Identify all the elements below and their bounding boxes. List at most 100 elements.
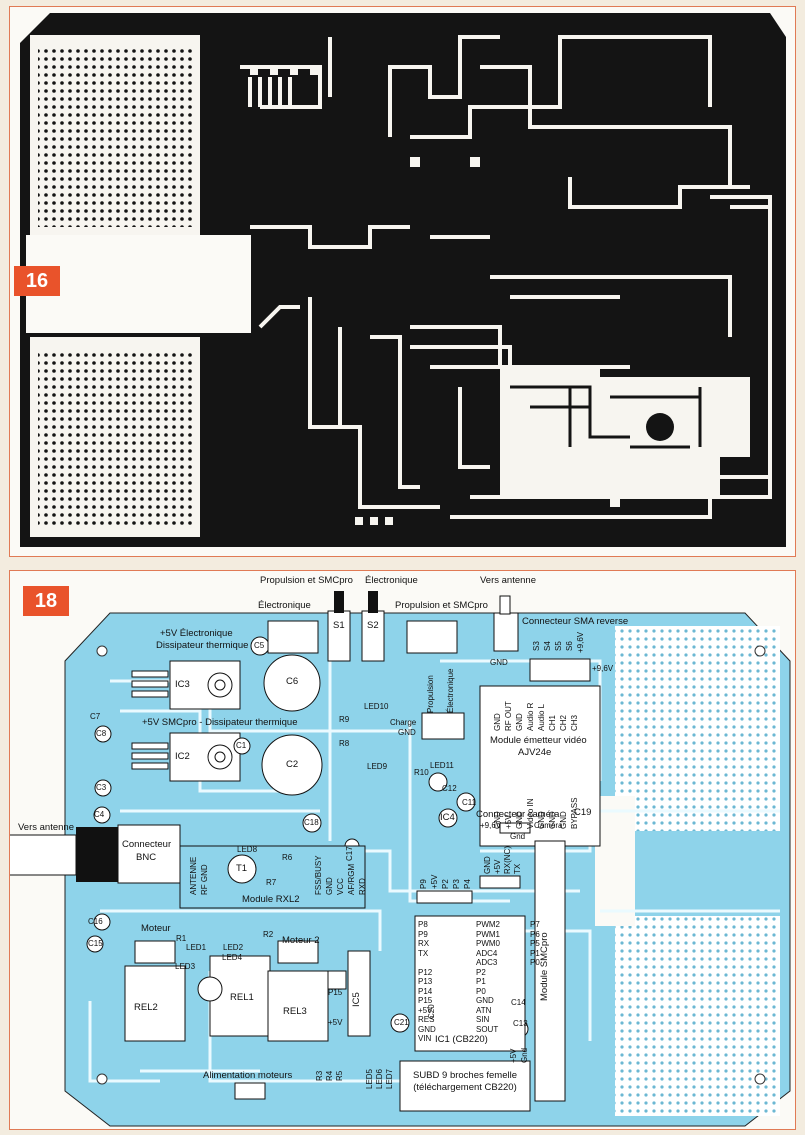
- label-plus5v-small: +5V: [328, 1018, 343, 1027]
- ic1-pin-label: RES: [418, 1015, 435, 1024]
- label-led11: LED11: [430, 761, 454, 770]
- label-c13: C13: [513, 1019, 528, 1028]
- label-s3: S3: [532, 641, 541, 651]
- label-led10: LED10: [364, 702, 389, 711]
- ic1-pin-label: P1: [530, 948, 540, 958]
- ic1-pin-label: P15: [418, 996, 433, 1005]
- label-s2: S2: [367, 620, 379, 631]
- label-r6: R6: [282, 853, 293, 862]
- label-camera-gnd: Gnd: [510, 832, 526, 841]
- label-ic3: IC3: [175, 679, 190, 690]
- label-r7: R7: [266, 878, 277, 887]
- rx-header-2: +5V: [493, 859, 502, 874]
- smcpro-module-outline: [534, 840, 566, 1102]
- label-s5: S5: [554, 641, 563, 651]
- p-header-3: P2: [441, 879, 450, 889]
- pin-headers: [327, 658, 591, 990]
- rxl2-pin-3: VCC: [336, 878, 345, 895]
- ic1-pin-label: P6: [530, 929, 540, 939]
- ic1-pin-label: P2: [476, 967, 486, 977]
- mounting-holes: [96, 645, 766, 1085]
- label-gnd-charge: GND: [398, 728, 416, 737]
- isolated-area: [500, 367, 750, 497]
- label-rel2: REL2: [134, 1002, 158, 1013]
- center-mounting-hole: [197, 976, 223, 1002]
- label-led2: LED2: [223, 943, 244, 952]
- rxl2-module-outline: [179, 845, 366, 909]
- board-traces: [88, 659, 780, 1083]
- p-header-4: P3: [452, 879, 461, 889]
- label-rel3: REL3: [283, 1006, 307, 1017]
- label-r3: R3: [315, 1070, 324, 1081]
- label-ic1: IC1 (CB220): [435, 1034, 488, 1045]
- ic1-pin-label: P14: [418, 986, 433, 996]
- label-c14: C14: [511, 998, 526, 1007]
- ic1-pin-label: RX: [418, 939, 430, 948]
- video-pin-4: Audio R: [526, 702, 535, 731]
- transistor-t1: [227, 854, 257, 884]
- video-pin-6: CH1: [548, 714, 557, 731]
- label-c3: C3: [96, 783, 107, 792]
- ic1-pin-label: ADC3: [476, 958, 498, 967]
- label-led5: LED5: [365, 1068, 374, 1089]
- label-antenne: ANTENNE: [189, 856, 198, 895]
- label-module-rxl2: Module RXL2: [242, 894, 300, 905]
- label-module-smcpro: Module SMCpro: [539, 932, 550, 1001]
- label-c18: C18: [304, 818, 319, 827]
- bnc-cable: [10, 834, 77, 876]
- ic1-pin-label: ATN: [476, 1005, 492, 1015]
- label-c6: C6: [286, 676, 299, 687]
- label-moteur2: Moteur 2: [282, 935, 320, 946]
- rx-header-4: TX: [513, 863, 522, 874]
- label-propulsion-smcpro: Propulsion et SMCpro: [260, 575, 353, 586]
- label-propulsion-s2: Propulsion et SMCpro: [395, 600, 488, 611]
- label-c16: C16: [88, 917, 103, 926]
- label-vers-antenne-left: Vers antenne: [18, 822, 74, 833]
- label-s-96v: +9,6V: [576, 631, 585, 653]
- label-ic2: IC2: [175, 751, 190, 762]
- label-moteur: Moteur: [141, 923, 171, 934]
- ic1-pin-label: P5: [530, 939, 540, 948]
- p-header-5: P4: [463, 879, 472, 889]
- label-led1: LED1: [186, 943, 207, 952]
- ic1-pin-label: P0: [476, 986, 486, 996]
- ic1-pin-label: P9: [418, 929, 428, 939]
- label-gnd-b: Gnd: [520, 1047, 529, 1063]
- ic1-pin-label: TX: [418, 948, 429, 958]
- label-video-module: Module émetteur vidéo: [490, 735, 587, 746]
- ic1-pin-label: P13: [418, 977, 433, 986]
- switch-s1-body: [327, 591, 351, 662]
- ic1-pin-label: SIN: [476, 1015, 490, 1024]
- ic1-pin-label: GND: [418, 1024, 436, 1034]
- figure-number-badge: 18: [23, 586, 69, 616]
- ic1-socket: [414, 915, 526, 1052]
- label-r8: R8: [339, 739, 350, 748]
- figure-number-badge: 16: [14, 266, 60, 296]
- rxl2-pin-4: AF/RGM: [347, 863, 356, 895]
- label-ajv24e: AJV24e: [518, 747, 552, 758]
- switch-s2-body: [361, 591, 385, 662]
- label-rel1: REL1: [230, 992, 254, 1003]
- label-electronique: Électronique: [365, 575, 418, 586]
- ic5-body: [347, 950, 371, 1037]
- label-c2: C2: [286, 759, 299, 770]
- rxl2-pin-2: GND: [325, 877, 334, 895]
- label-s4: S4: [543, 641, 552, 651]
- label-subd-2: (téléchargement CB220): [413, 1082, 517, 1093]
- label-c8: C8: [96, 729, 107, 738]
- label-c7: C7: [90, 712, 101, 721]
- ic1-pin-label: PWM2: [476, 920, 500, 929]
- ic1-pin-label: ADC4: [476, 948, 498, 958]
- label-alimentation: Alimentation moteurs: [203, 1070, 293, 1081]
- screw-terminals: [134, 620, 458, 1100]
- label-c5: C5: [254, 641, 265, 650]
- video-pin-1: GND: [493, 713, 502, 731]
- ic1-pin-label: SOUT: [476, 1024, 499, 1034]
- label-led8: LED8: [237, 845, 258, 854]
- ic1-pin-label: VIN: [418, 1034, 432, 1043]
- label-ic5: IC5: [351, 992, 362, 1007]
- label-subd: SUBD 9 broches femelle: [412, 1070, 518, 1081]
- label-charge: Charge: [390, 718, 417, 727]
- label-connecteur-camera: Connecteur caméra: [476, 809, 560, 820]
- regulator-ic2: [131, 732, 241, 782]
